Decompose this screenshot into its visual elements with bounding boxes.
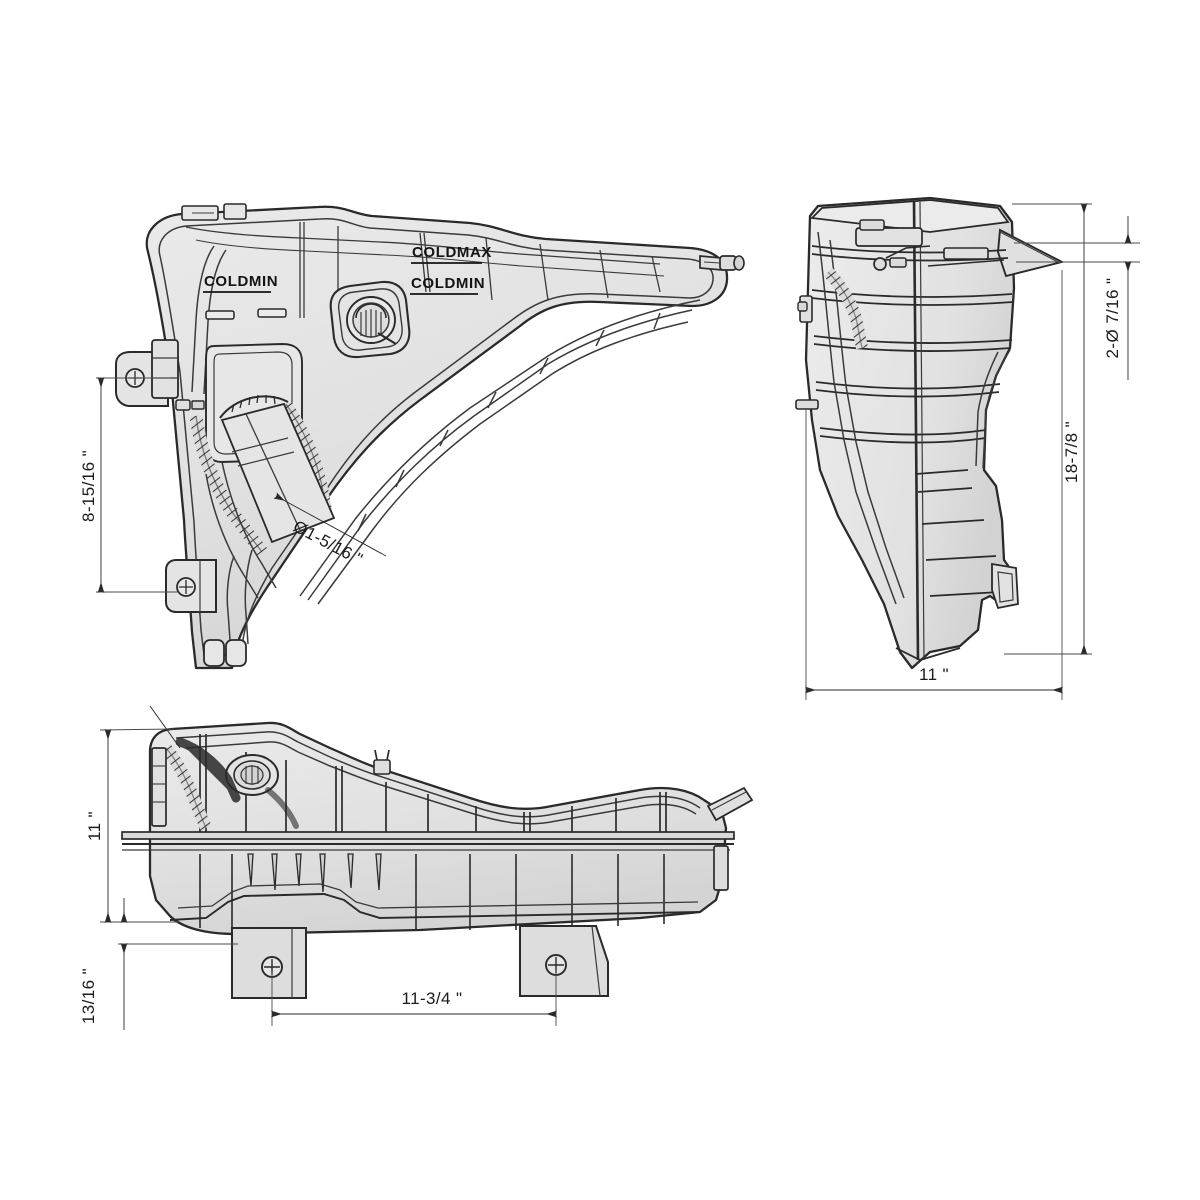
side-bottom-tail <box>895 647 961 661</box>
side-left-tabs <box>795 295 819 410</box>
bottom-lower-fins <box>247 853 382 893</box>
front-rim-contours <box>185 226 665 277</box>
bottom-top-connector <box>373 749 391 775</box>
side-bottom-boss <box>991 562 1019 610</box>
bottom-left-plate <box>151 747 167 827</box>
front-view: COLDMIN COLDMAX COLDMIN 8-15/16 " <box>79 203 745 670</box>
coldmin-left-label: COLDMIN <box>204 273 278 290</box>
coldmin-right-label: COLDMIN <box>411 275 485 292</box>
side-top-deck <box>810 199 1010 233</box>
dimension-side-height: 18-7/8 " <box>1004 203 1092 655</box>
dimension-bracket-drop: 13/16 " <box>79 898 238 1030</box>
front-lower-chamber-lines <box>231 413 301 531</box>
front-upper-mount-boss <box>115 339 179 407</box>
front-corrugated-hose <box>189 400 334 556</box>
marking-coldmax: COLDMAX <box>411 244 492 264</box>
front-chamber-cap-arc <box>219 395 289 419</box>
bottom-top-contours <box>175 731 701 825</box>
side-corrugated-hose <box>823 267 868 350</box>
side-center-seam <box>912 201 925 661</box>
bottom-filler-neck <box>225 754 279 796</box>
front-foot-pads <box>203 639 247 667</box>
front-side-nipple <box>175 399 205 411</box>
side-top-flange <box>997 228 1065 278</box>
filler-neck-assembly <box>329 280 411 359</box>
bottom-pan-step <box>169 893 701 921</box>
bracket-drop-dim-label: 13/16 " <box>79 968 98 1024</box>
front-level-slots <box>205 308 287 320</box>
side-lower-ribs <box>915 469 1001 597</box>
bottom-hose-routing <box>161 737 299 831</box>
bottom-body-outline <box>148 721 728 936</box>
side-height-dim-label: 18-7/8 " <box>1062 421 1081 483</box>
side-view: 18-7/8 " 2-Ø 7/16 " 11 " <box>795 196 1140 700</box>
front-left-panel <box>191 245 227 395</box>
mount-holes-dim-label: 2-Ø 7/16 " <box>1103 278 1122 359</box>
bottom-left-bracket <box>231 927 307 999</box>
coldmax-label: COLDMAX <box>412 244 492 261</box>
front-sweep-strakes <box>299 299 701 605</box>
marking-coldmin-right: COLDMIN <box>410 275 485 295</box>
side-right-step <box>975 349 1011 469</box>
bottom-pan-step-2 <box>177 883 699 909</box>
front-lower-mount-bracket <box>165 559 217 613</box>
bottom-leader-line <box>149 705 181 749</box>
front-lower-leg <box>205 461 277 645</box>
front-height-dim-label: 8-15/16 " <box>79 450 98 522</box>
dimension-mount-holes: 2-Ø 7/16 " <box>1014 216 1140 380</box>
bracket-spacing-dim-label: 11-3/4 " <box>402 989 463 1008</box>
front-chamber-teeth <box>231 394 276 413</box>
front-lower-chamber <box>220 402 336 544</box>
dimension-bracket-spacing: 11-3/4 " <box>271 970 557 1026</box>
dimension-side-width: 11 " <box>805 270 1063 700</box>
side-width-dim-label: 11 " <box>919 665 949 684</box>
side-top-fittings <box>855 219 1005 271</box>
front-top-tabs <box>181 203 247 221</box>
front-outlet-port <box>699 255 745 271</box>
side-left-contour <box>817 231 905 605</box>
bottom-right-bracket <box>519 925 609 997</box>
bottom-outlet-spout <box>706 786 754 891</box>
marking-coldmin-left: COLDMIN <box>203 273 278 293</box>
dimension-front-height: 8-15/16 " <box>79 377 178 593</box>
bottom-height-dim-label: 11 " <box>85 811 104 841</box>
bottom-view: 11 " 13/16 " 11-3/4 " <box>79 705 754 1030</box>
